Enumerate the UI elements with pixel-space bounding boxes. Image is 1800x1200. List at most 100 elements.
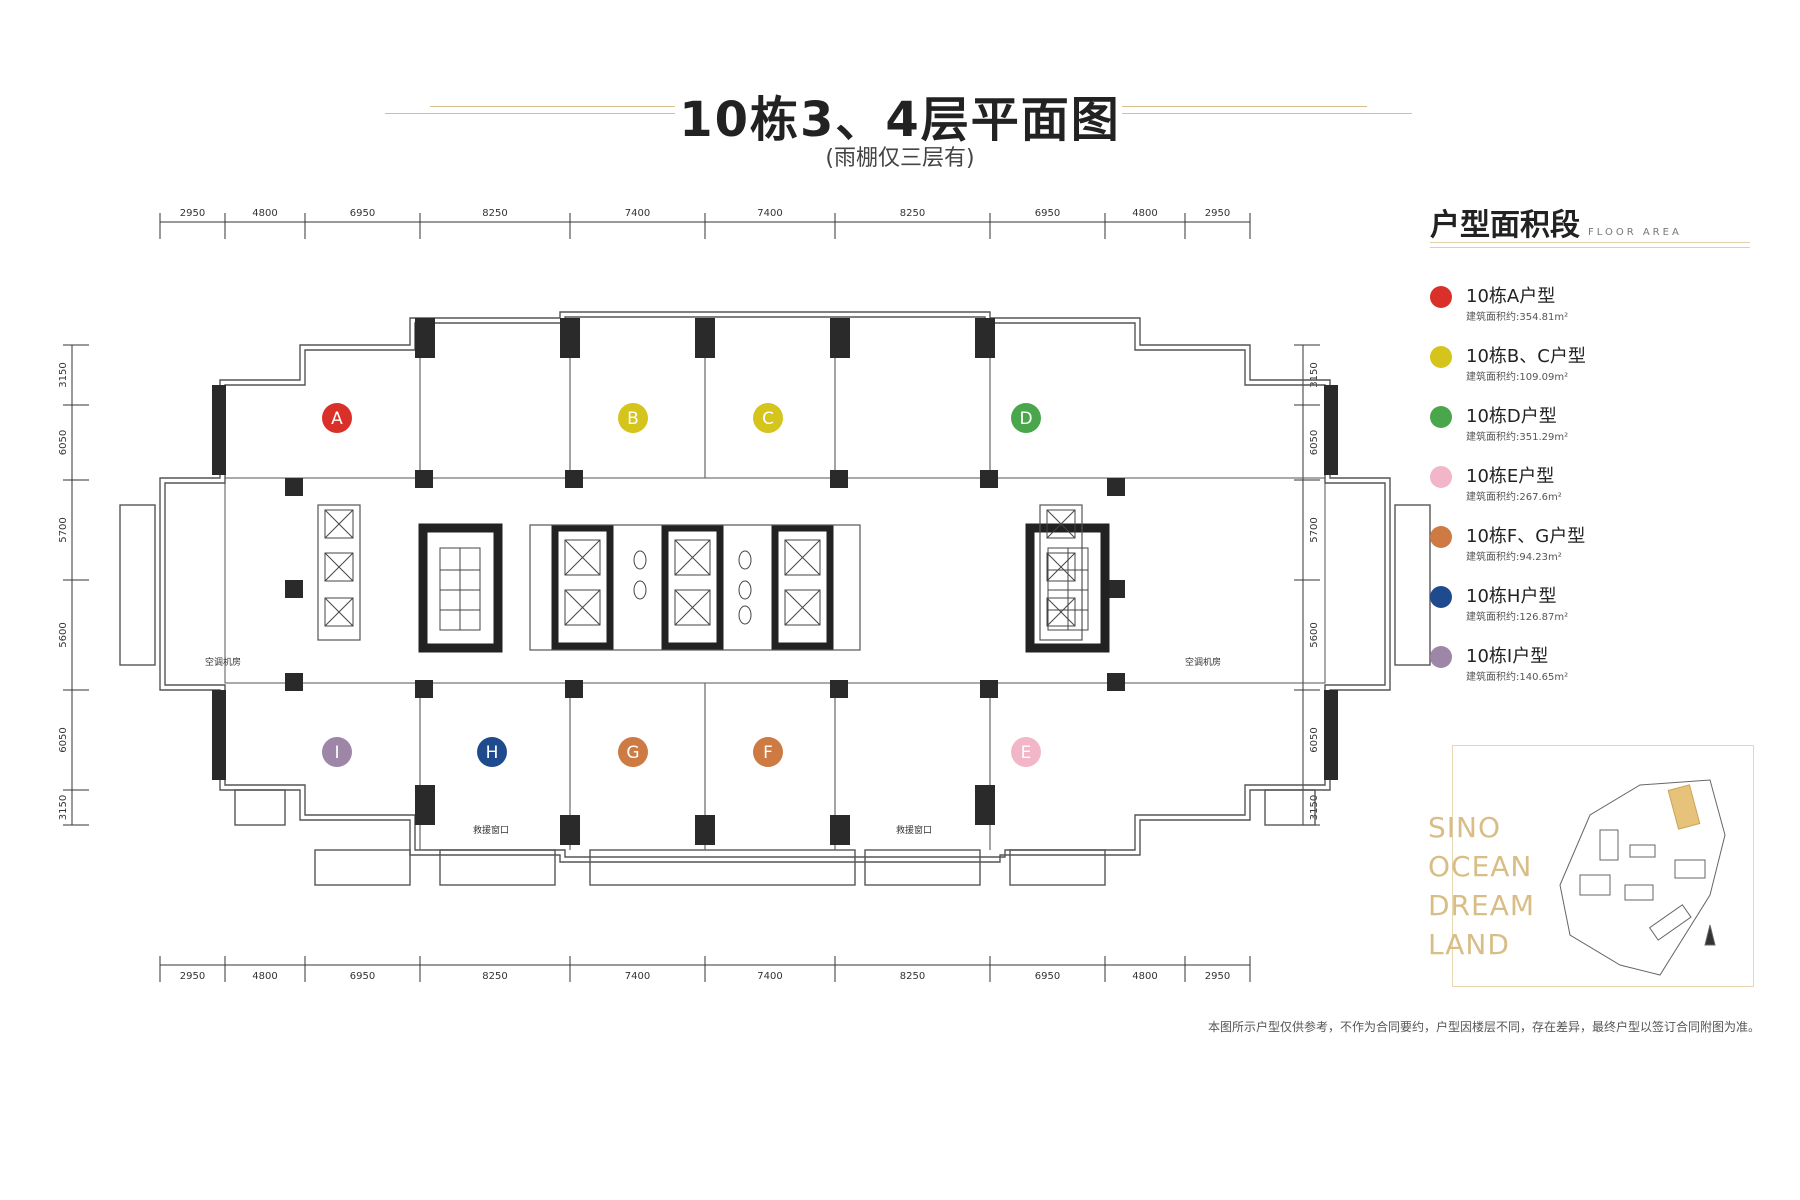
dimension-label-top: 4800: [252, 208, 277, 219]
dimension-label-left: 6050: [58, 727, 69, 752]
building-core: [317, 504, 1110, 653]
rescue-window-label-left: 救援窗口: [473, 824, 509, 836]
legend-item-name: 10栋A户型: [1466, 286, 1556, 307]
unit-badges: A B C D E F G H I: [322, 403, 1041, 767]
legend-item: 10栋B、C户型 建筑面积约:109.09m²: [1430, 340, 1770, 400]
dimension-label-left: 5700: [58, 517, 69, 542]
dimension-lines: [63, 213, 1320, 982]
brand-line: DREAM: [1428, 889, 1536, 922]
unit-badge-e: E: [1011, 737, 1041, 767]
dimension-label-bottom: 6950: [1035, 971, 1060, 982]
title-rule-right-outer: [1122, 113, 1412, 114]
legend-item: 10栋A户型 建筑面积约:354.81m²: [1430, 280, 1770, 340]
title-rule-left-inner: [430, 106, 675, 107]
dimension-label-top: 8250: [900, 208, 925, 219]
unit-label-g: G: [626, 743, 639, 763]
dimension-label-bottom: 7400: [757, 971, 782, 982]
unit-badge-g: G: [618, 737, 648, 767]
dimension-label-top: 7400: [757, 208, 782, 219]
ac-room-label-left: 空调机房: [205, 656, 241, 668]
legend-swatch: [1430, 346, 1452, 368]
legend-swatch: [1430, 646, 1452, 668]
legend-item-area: 建筑面积约:109.09m²: [1466, 372, 1569, 383]
legend-item-area: 建筑面积约:354.81m²: [1466, 312, 1569, 323]
dimension-label-left: 5600: [58, 622, 69, 647]
legend-title: 户型面积段: [1430, 208, 1580, 243]
unit-badge-c: C: [753, 403, 783, 433]
unit-badge-h: H: [477, 737, 507, 767]
dimension-label-bottom: 6950: [350, 971, 375, 982]
legend-item-name: 10栋F、G户型: [1466, 526, 1586, 547]
ac-room-label-right: 空调机房: [1185, 656, 1221, 668]
dimension-label-left: 3150: [58, 795, 69, 820]
dimension-label-right: 5600: [1309, 622, 1320, 647]
site-inset-frame: [1452, 745, 1754, 987]
dimension-label-bottom: 4800: [1132, 971, 1157, 982]
brand-line: SINO: [1428, 811, 1502, 844]
room-labels: 空调机房 空调机房 救援窗口 救援窗口: [205, 656, 1221, 836]
dimension-label-bottom: 2950: [180, 971, 205, 982]
dimension-label-top: 6950: [1035, 208, 1060, 219]
legend-header: 户型面积段 FLOOR AREA: [1430, 200, 1770, 244]
legend-rule-bottom: [1430, 247, 1750, 248]
unit-label-c: C: [762, 409, 774, 429]
legend-rule-top: [1430, 242, 1750, 243]
unit-badge-b: B: [618, 403, 648, 433]
dimension-label-top: 7400: [625, 208, 650, 219]
disclaimer: 本图所示户型仅供参考，不作为合同要约，户型因楼层不同，存在差异，最终户型以签订合…: [1207, 1020, 1760, 1034]
dimension-label-top: 8250: [482, 208, 507, 219]
legend-item: 10栋I户型 建筑面积约:140.65m²: [1430, 640, 1770, 700]
dimension-label-bottom: 7400: [625, 971, 650, 982]
brand-line: LAND: [1428, 928, 1510, 961]
legend-item-name: 10栋D户型: [1466, 406, 1557, 427]
legend-list: 10栋A户型 建筑面积约:354.81m² 10栋B、C户型 建筑面积约:109…: [1430, 280, 1770, 700]
legend-item: 10栋H户型 建筑面积约:126.87m²: [1430, 580, 1770, 640]
unit-label-h: H: [486, 743, 499, 763]
dimension-label-bottom: 4800: [252, 971, 277, 982]
dimension-label-right: 5700: [1309, 517, 1320, 542]
title-rule-left-outer: [385, 113, 675, 114]
unit-label-f: F: [763, 743, 773, 763]
page-title: 10栋3、4层平面图: [679, 92, 1121, 148]
dimension-label-top: 2950: [180, 208, 205, 219]
legend-item: 10栋D户型 建筑面积约:351.29m²: [1430, 400, 1770, 460]
title-block: 10栋3、4层平面图: [0, 80, 1800, 150]
legend-item-name: 10栋E户型: [1466, 466, 1555, 487]
site-plan-sketch: [1559, 779, 1726, 976]
dimension-label-bottom: 2950: [1205, 971, 1230, 982]
title-rule-right-inner: [1122, 106, 1367, 107]
brand-line: OCEAN: [1428, 850, 1533, 883]
unit-badge-d: D: [1011, 403, 1041, 433]
legend-item-name: 10栋B、C户型: [1466, 346, 1586, 367]
dimension-label-right: 6050: [1309, 727, 1320, 752]
dimension-label-top: 6950: [350, 208, 375, 219]
dimension-label-right: 3150: [1309, 362, 1320, 387]
unit-badge-a: A: [322, 403, 352, 433]
legend-swatch: [1430, 406, 1452, 428]
unit-label-i: I: [334, 743, 339, 763]
legend-item-area: 建筑面积约:140.65m²: [1466, 672, 1569, 683]
legend-item-name: 10栋I户型: [1466, 646, 1549, 667]
legend-swatch: [1430, 586, 1452, 608]
legend-swatch: [1430, 286, 1452, 308]
unit-label-d: D: [1019, 409, 1032, 429]
dimension-label-top: 2950: [1205, 208, 1230, 219]
legend-item-name: 10栋H户型: [1466, 586, 1557, 607]
legend-item-area: 建筑面积约:267.6m²: [1466, 492, 1562, 503]
rescue-window-label-right: 救援窗口: [896, 824, 932, 836]
legend-item-area: 建筑面积约:351.29m²: [1466, 432, 1569, 443]
legend-item: 10栋F、G户型 建筑面积约:94.23m²: [1430, 520, 1770, 580]
dimension-labels: 2950 4800 6950 8250 7400 7400 8250 6950 4800 2950…: [58, 208, 1320, 982]
dimension-label-left: 3150: [58, 362, 69, 387]
legend-swatch: [1430, 526, 1452, 548]
partition-walls: [419, 323, 991, 850]
unit-label-b: B: [627, 409, 639, 429]
legend-subtitle: FLOOR AREA: [1588, 227, 1682, 238]
unit-badge-f: F: [753, 737, 783, 767]
page-subtitle: (雨棚仅三层有): [825, 146, 975, 171]
dimension-label-bottom: 8250: [482, 971, 507, 982]
dimension-label-left: 6050: [58, 430, 69, 455]
brand-wordmark: SINO OCEAN DREAM LAND: [1428, 808, 1535, 964]
dimension-label-top: 4800: [1132, 208, 1157, 219]
